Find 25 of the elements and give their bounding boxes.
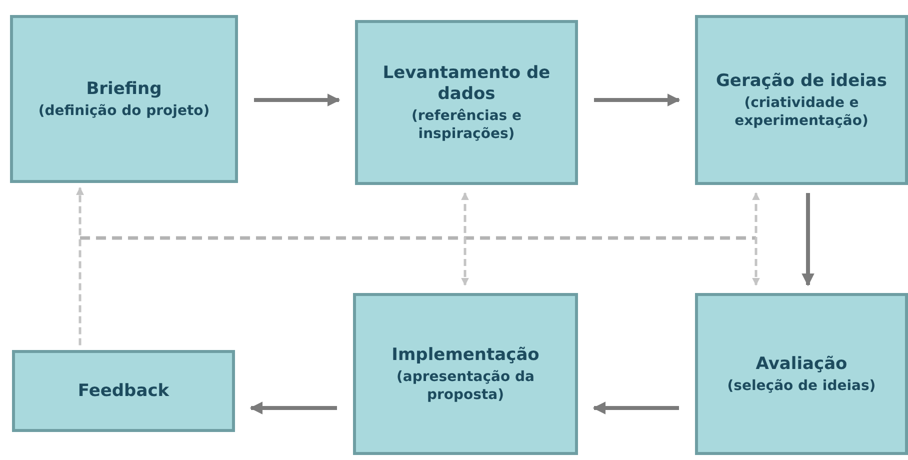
- process-box: [10, 15, 238, 183]
- step-title: Feedback: [78, 380, 170, 402]
- step-description: (seleção de ideias): [727, 376, 876, 394]
- step-description: (definição do projeto): [38, 102, 210, 120]
- step-title: Implementação: [392, 344, 540, 366]
- step-description: (referências e inspirações): [410, 106, 522, 142]
- process-box: [695, 15, 908, 185]
- process-box: [12, 350, 235, 432]
- arrow: [254, 94, 340, 106]
- step-description: (criatividade e experimentação): [734, 94, 870, 130]
- arrow: [594, 94, 680, 106]
- arrow: [76, 187, 84, 346]
- process-box: [353, 293, 578, 455]
- arrow: [592, 402, 679, 414]
- step-title: Levantamento de dados: [382, 62, 552, 104]
- step-description: (apresentação da proposta): [396, 368, 536, 404]
- step-title: Geração de ideias: [716, 70, 888, 92]
- process-box: [695, 293, 908, 455]
- step-title: Briefing: [86, 78, 162, 100]
- arrow: [250, 402, 337, 414]
- arrow: [752, 192, 760, 286]
- arrow: [461, 192, 469, 286]
- arrow: [802, 193, 814, 286]
- process-box: [355, 20, 578, 185]
- step-title: Avaliação: [756, 354, 848, 374]
